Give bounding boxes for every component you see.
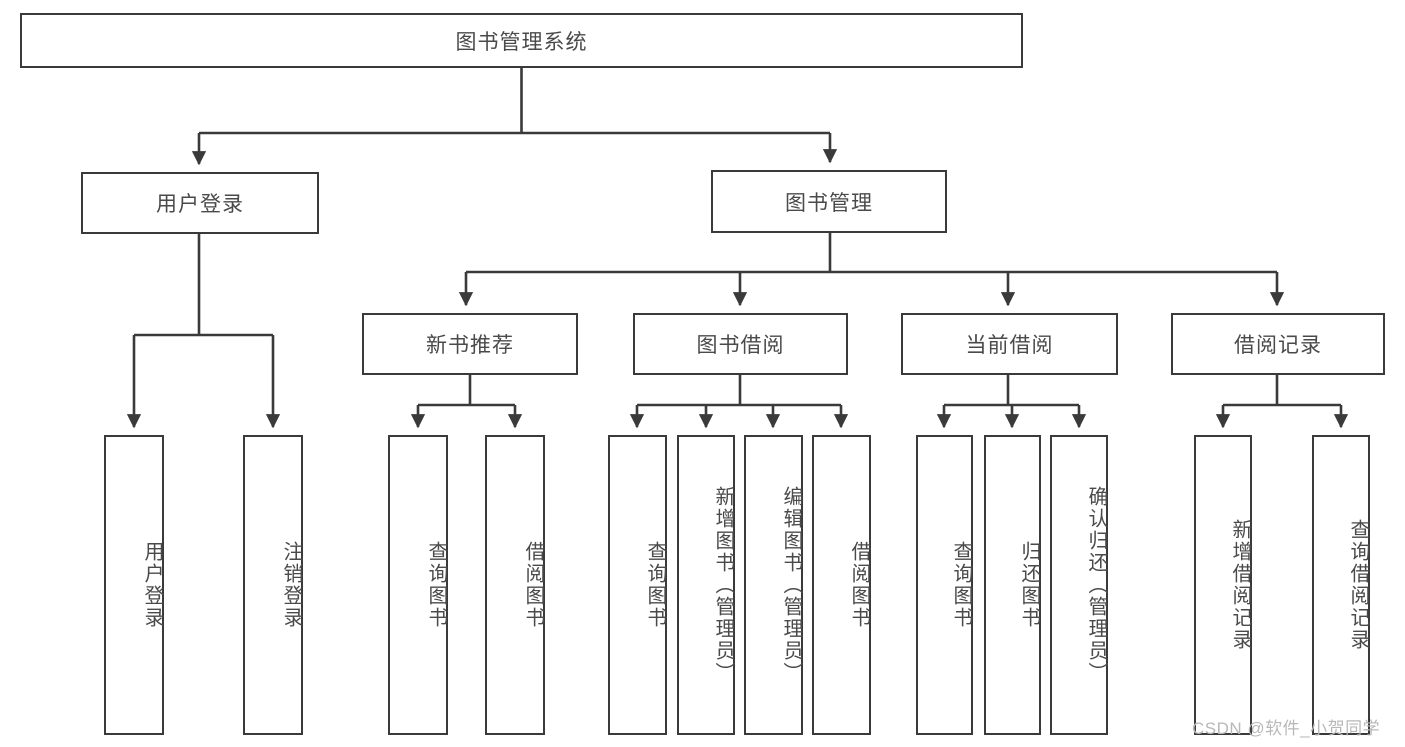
- csdn-watermark: CSDN @软件_小贺同学: [1192, 719, 1381, 738]
- node-user-login[interactable]: 用户登录: [81, 172, 319, 234]
- leaf-confirm-return[interactable]: 确认归还（管理员）: [1050, 435, 1108, 735]
- leaf-query-book-current[interactable]: 查询图书: [916, 435, 973, 735]
- node-root[interactable]: 图书管理系统: [20, 13, 1023, 68]
- node-borrow-record[interactable]: 借阅记录: [1171, 313, 1385, 375]
- leaf-query-book-rec[interactable]: 查询图书: [388, 435, 448, 735]
- leaf-borrow-book[interactable]: 借阅图书: [812, 435, 871, 735]
- leaf-user-logout[interactable]: 注销登录: [243, 435, 303, 735]
- leaf-add-record[interactable]: 新增借阅记录: [1194, 435, 1252, 735]
- leaf-add-book[interactable]: 新增图书（管理员）: [677, 435, 735, 735]
- node-book-manage[interactable]: 图书管理: [711, 170, 947, 233]
- leaf-borrow-book-rec[interactable]: 借阅图书: [485, 435, 545, 735]
- leaf-user-login[interactable]: 用户登录: [104, 435, 164, 735]
- leaf-edit-book[interactable]: 编辑图书（管理员）: [744, 435, 803, 735]
- node-current-borrow[interactable]: 当前借阅: [901, 313, 1118, 375]
- node-new-book-recommend[interactable]: 新书推荐: [362, 313, 578, 375]
- leaf-query-record[interactable]: 查询借阅记录: [1312, 435, 1370, 735]
- node-book-borrow[interactable]: 图书借阅: [633, 313, 848, 375]
- leaf-query-book-borrow[interactable]: 查询图书: [608, 435, 667, 735]
- leaf-return-book[interactable]: 归还图书: [984, 435, 1041, 735]
